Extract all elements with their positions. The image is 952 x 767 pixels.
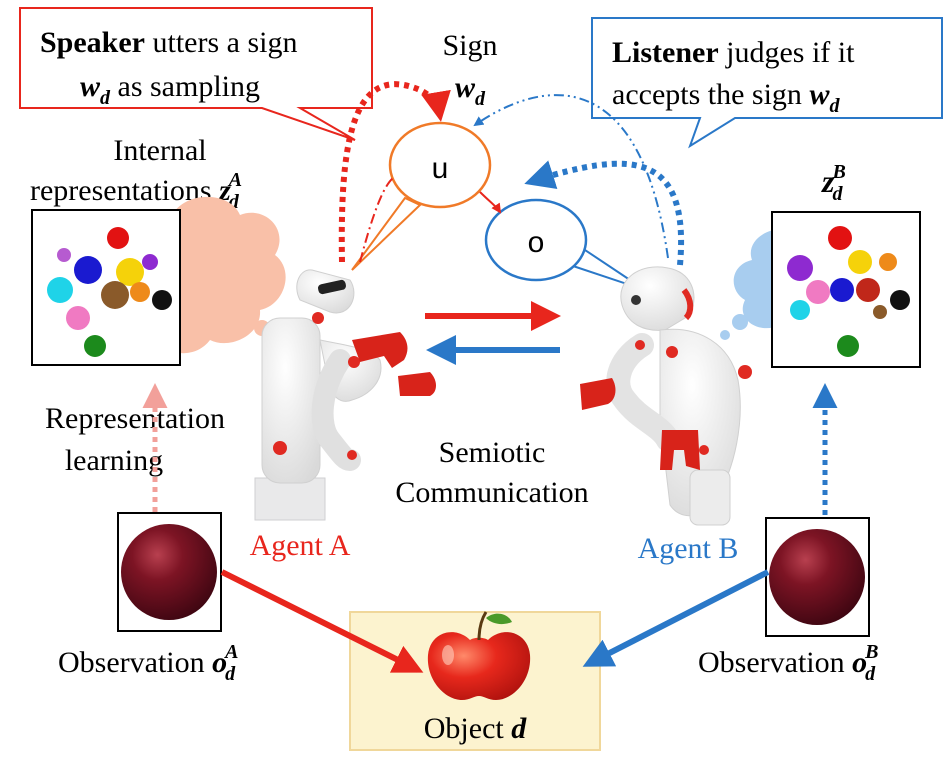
object-label: Object d xyxy=(424,712,527,745)
svg-text:learning: learning xyxy=(65,444,163,477)
speaker-callout: Speaker utters a sign wd as sampling xyxy=(19,7,373,141)
robot-a-icon xyxy=(254,269,436,521)
agent-b-label: Agent B xyxy=(638,532,739,565)
listener-line-1: Listener judges if it xyxy=(612,36,855,69)
embedding-plot-b xyxy=(771,211,921,368)
embedding-plot-a xyxy=(31,209,181,366)
listener-feedback-arrow xyxy=(473,94,669,259)
observation-image-a xyxy=(117,512,222,632)
observation-a-arrow xyxy=(220,569,424,673)
svg-text:Communication: Communication xyxy=(395,476,588,509)
svg-text:u: u xyxy=(432,152,449,185)
listener-sign-arrow xyxy=(524,160,685,266)
svg-text:Observation odA: Observation odA xyxy=(58,641,238,685)
speaker-line-1: Speaker utters a sign xyxy=(40,26,297,59)
svg-text:Semiotic: Semiotic xyxy=(439,436,546,469)
speaker-line-2: wd as sampling xyxy=(80,70,260,109)
svg-text:Sign: Sign xyxy=(442,29,497,62)
bubble-o: o xyxy=(484,198,646,291)
agent-a-label: Agent A xyxy=(250,529,351,562)
svg-text:zdB: zdB xyxy=(821,161,846,205)
apple-icon xyxy=(427,611,531,700)
robot-b-icon xyxy=(580,266,752,526)
svg-text:Internal: Internal xyxy=(113,134,206,167)
svg-text:Observation odB: Observation odB xyxy=(698,641,878,685)
bubble-u: u xyxy=(351,121,492,271)
object-panel: Object d xyxy=(349,611,601,751)
observation-b-label: Observation odB xyxy=(698,641,878,685)
observation-image-b xyxy=(765,517,870,637)
representation-learning-label: Representation learning xyxy=(45,402,225,477)
observation-a-label: Observation odA xyxy=(58,641,238,685)
svg-text:Representation: Representation xyxy=(45,402,225,435)
internal-rep-b-label: zdB xyxy=(821,161,846,205)
speaker-feedback-arrow xyxy=(359,177,394,263)
observation-b-arrow xyxy=(582,569,770,667)
svg-text:o: o xyxy=(528,226,545,259)
listener-line-2: accepts the sign wd xyxy=(612,78,840,117)
sign-label: Sign wd xyxy=(442,29,497,110)
semiotic-communication-label: Semiotic Communication xyxy=(395,436,588,509)
speaker-sign-arrow xyxy=(338,81,451,263)
listener-callout: Listener judges if it accepts the sign w… xyxy=(591,17,943,149)
u-to-o-arrow xyxy=(479,191,502,214)
svg-text:wd: wd xyxy=(455,71,486,110)
